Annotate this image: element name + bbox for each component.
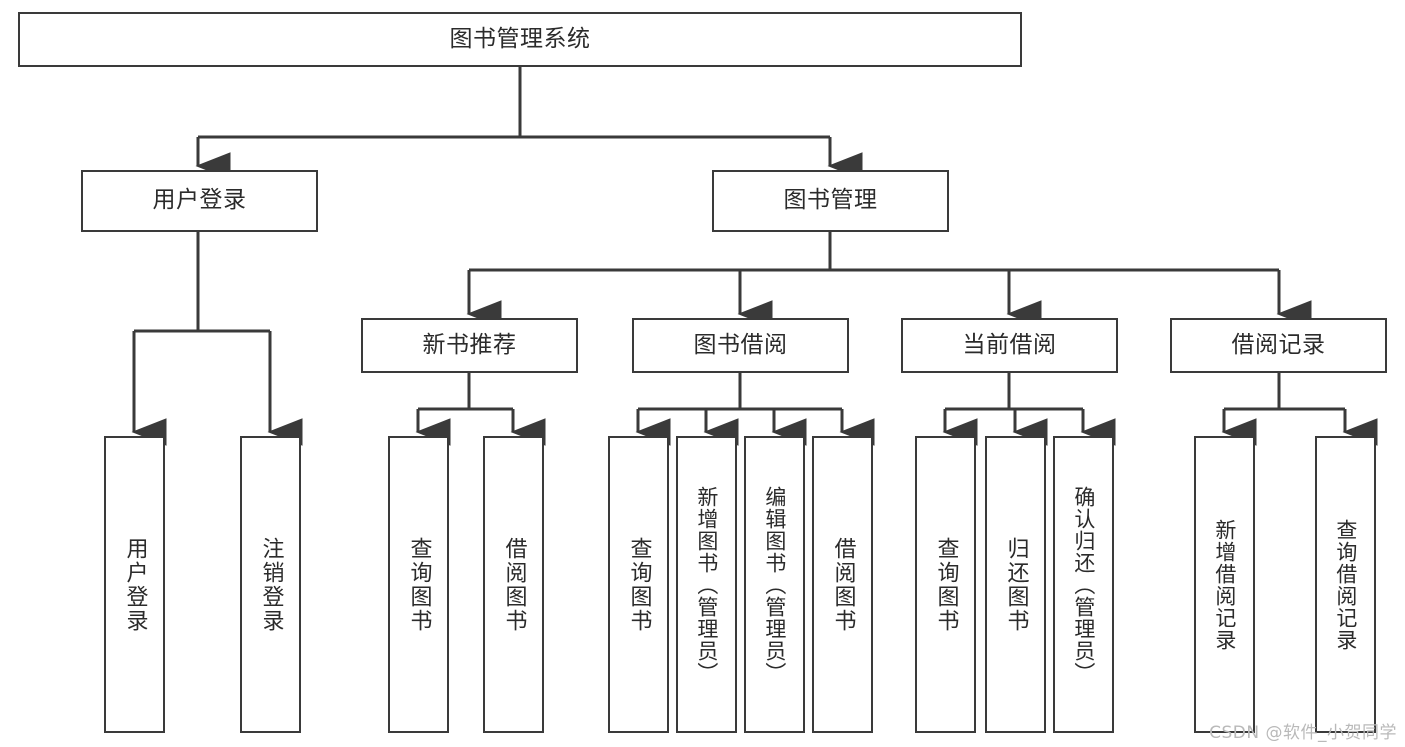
node-new-book-recommend[interactable]: 新书推荐 xyxy=(361,318,578,373)
node-leaf-query-borrow-record[interactable]: 查询借阅记录 xyxy=(1315,436,1376,733)
node-leaf-query-books-current-label: 查询图书 xyxy=(933,536,959,633)
node-root[interactable]: 图书管理系统 xyxy=(18,12,1022,67)
node-leaf-user-login-label: 用户登录 xyxy=(122,536,148,633)
node-borrow-records-label: 借阅记录 xyxy=(1231,331,1326,358)
node-book-management[interactable]: 图书管理 xyxy=(712,170,949,232)
node-leaf-confirm-return-admin[interactable]: 确认归还（管理员） xyxy=(1053,436,1114,733)
node-book-borrow[interactable]: 图书借阅 xyxy=(632,318,849,373)
node-leaf-query-books-borrow[interactable]: 查询图书 xyxy=(608,436,669,733)
node-leaf-query-books-recommend[interactable]: 查询图书 xyxy=(388,436,449,733)
node-user-login[interactable]: 用户登录 xyxy=(81,170,318,232)
node-current-borrow-label: 当前借阅 xyxy=(962,331,1057,358)
node-user-login-label: 用户登录 xyxy=(152,187,247,214)
node-leaf-borrow-books[interactable]: 借阅图书 xyxy=(812,436,873,733)
node-current-borrow[interactable]: 当前借阅 xyxy=(901,318,1118,373)
node-leaf-user-login[interactable]: 用户登录 xyxy=(104,436,165,733)
node-leaf-return-books-label: 归还图书 xyxy=(1003,536,1029,633)
node-book-borrow-label: 图书借阅 xyxy=(693,331,788,358)
node-leaf-return-books[interactable]: 归还图书 xyxy=(985,436,1046,733)
node-leaf-edit-book-admin-label: 编辑图书（管理员） xyxy=(762,485,787,684)
node-borrow-records[interactable]: 借阅记录 xyxy=(1170,318,1387,373)
node-leaf-add-book-admin[interactable]: 新增图书（管理员） xyxy=(676,436,737,733)
node-new-book-recommend-label: 新书推荐 xyxy=(422,331,517,358)
node-leaf-borrow-books-label: 借阅图书 xyxy=(830,536,856,633)
node-leaf-query-books-current[interactable]: 查询图书 xyxy=(915,436,976,733)
node-leaf-query-books-borrow-label: 查询图书 xyxy=(626,536,652,633)
node-leaf-add-book-admin-label: 新增图书（管理员） xyxy=(694,485,719,684)
node-leaf-borrow-books-recommend[interactable]: 借阅图书 xyxy=(483,436,544,733)
node-root-label: 图书管理系统 xyxy=(449,25,591,52)
node-leaf-query-borrow-record-label: 查询借阅记录 xyxy=(1333,518,1358,651)
node-leaf-confirm-return-admin-label: 确认归还（管理员） xyxy=(1071,485,1096,684)
node-leaf-user-logout-label: 注销登录 xyxy=(258,536,284,633)
node-leaf-add-borrow-record-label: 新增借阅记录 xyxy=(1212,518,1237,651)
node-leaf-borrow-books-recommend-label: 借阅图书 xyxy=(501,536,527,633)
node-book-management-label: 图书管理 xyxy=(783,187,878,214)
node-leaf-edit-book-admin[interactable]: 编辑图书（管理员） xyxy=(744,436,805,733)
node-leaf-user-logout[interactable]: 注销登录 xyxy=(240,436,301,733)
node-leaf-add-borrow-record[interactable]: 新增借阅记录 xyxy=(1194,436,1255,733)
node-leaf-query-books-recommend-label: 查询图书 xyxy=(406,536,432,633)
